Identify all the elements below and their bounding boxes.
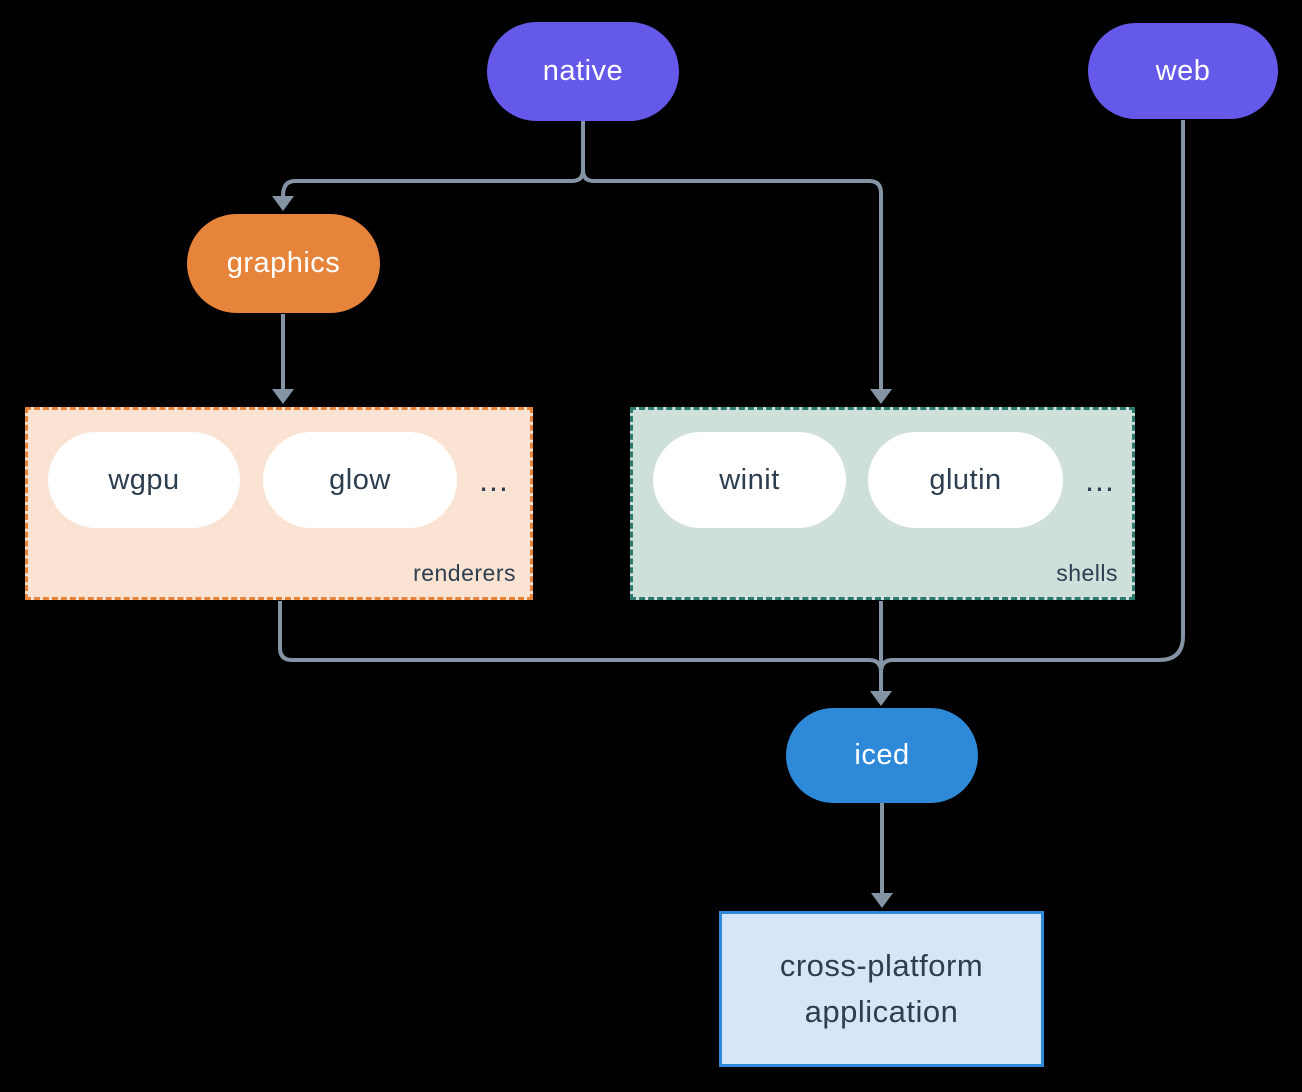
arrowhead-into-shells bbox=[870, 389, 892, 404]
node-glutin: glutin bbox=[868, 432, 1063, 528]
group-shells-label: shells bbox=[1056, 560, 1118, 586]
node-web: web bbox=[1088, 23, 1278, 119]
connector-renderers-to-merge bbox=[278, 601, 883, 673]
group-renderers-label: renderers bbox=[413, 560, 516, 586]
arrowhead-into-iced bbox=[870, 691, 892, 706]
node-graphics: graphics bbox=[187, 214, 380, 313]
connector-native-to-shells bbox=[581, 121, 883, 392]
node-wgpu: wgpu bbox=[48, 432, 240, 528]
connector-native-to-graphics bbox=[281, 121, 585, 197]
arrowhead-into-renderers bbox=[272, 389, 294, 404]
arrowhead-into-application bbox=[871, 893, 893, 908]
node-cross-platform-application: cross-platform application bbox=[719, 911, 1044, 1067]
arrowhead-into-graphics bbox=[272, 196, 294, 211]
node-iced: iced bbox=[786, 708, 978, 803]
shells-ellipsis: ... bbox=[1085, 461, 1115, 498]
node-winit: winit bbox=[653, 432, 846, 528]
renderers-ellipsis: ... bbox=[479, 461, 509, 498]
node-native: native bbox=[487, 22, 679, 121]
node-glow: glow bbox=[263, 432, 457, 528]
